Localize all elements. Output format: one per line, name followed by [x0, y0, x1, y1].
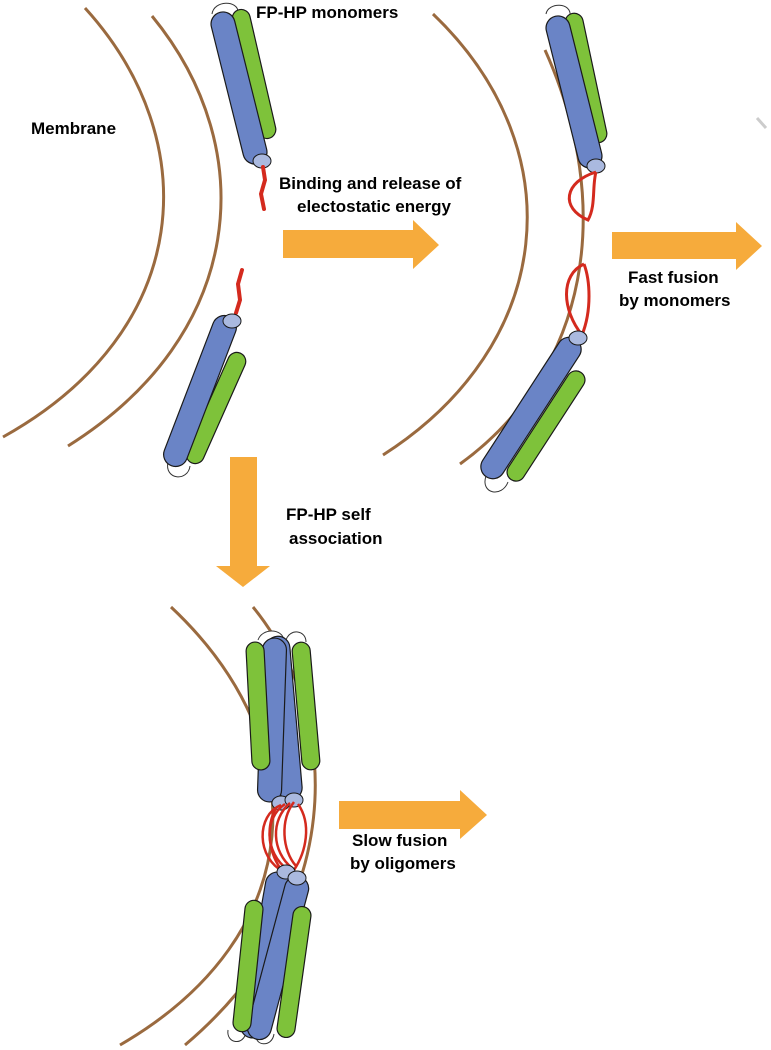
label-slow-line2: by oligomers — [350, 854, 456, 873]
fp-hp-monomer-upper — [545, 4, 608, 174]
arrow-slow-fusion — [339, 790, 487, 839]
fusion-peptide — [234, 268, 244, 315]
fp-hp-oligomer-lower — [227, 864, 312, 1045]
green-helix — [506, 370, 586, 482]
label-binding-line2: electostatic energy — [297, 197, 452, 216]
green-helix — [291, 641, 321, 771]
turn-loop — [211, 2, 239, 15]
label-self-line1: FP-HP self — [286, 505, 371, 524]
label-monomers: FP-HP monomers — [256, 3, 398, 22]
turn-loop — [545, 4, 571, 17]
helix-cap — [222, 313, 242, 329]
turn-loop — [484, 475, 509, 493]
membrane-outer-leaflet — [382, 12, 529, 457]
label-slow-line1: Slow fusion — [352, 831, 447, 850]
label-self-line2: association — [289, 529, 383, 548]
membrane-outer-leaflet — [119, 605, 275, 1047]
fusion-peptide-loop-upper — [568, 170, 598, 222]
panel-bound-monomers: Fast fusion by monomers — [382, 4, 730, 493]
helix-cap — [287, 870, 307, 886]
label-membrane: Membrane — [31, 119, 116, 138]
membrane-inner-leaflet — [67, 15, 223, 448]
label-fast-line2: by monomers — [619, 291, 730, 310]
panel-unbound-monomers: FP-HP monomers Membrane Binding and rele… — [2, 2, 462, 478]
turn-loop — [285, 631, 307, 643]
arrow-fast-fusion — [612, 222, 762, 270]
fusion-peptide-loop — [274, 802, 293, 869]
helix-cap — [586, 158, 606, 174]
green-helix — [232, 899, 264, 1033]
membrane-outer-leaflet — [2, 6, 165, 439]
fusion-peptide-loop — [283, 801, 297, 867]
green-helix — [276, 905, 312, 1039]
fp-hp-monomer-lower — [163, 268, 247, 478]
faint-membrane-fragment — [755, 116, 768, 130]
fusion-peptide-loop — [268, 807, 282, 869]
helix-cap — [568, 330, 588, 346]
panel-oligomers: Slow fusion by oligomers — [119, 605, 456, 1047]
green-helix — [245, 641, 271, 771]
fusion-peptide — [258, 165, 268, 211]
fusion-peptide-bundle — [261, 801, 308, 874]
label-fast-line1: Fast fusion — [628, 268, 719, 287]
fp-hp-monomer-lower — [480, 330, 588, 493]
fusion-peptide-loop — [292, 803, 308, 871]
fp-hp-oligomer-upper — [245, 630, 321, 811]
arrow-binding — [283, 220, 439, 269]
label-binding-line1: Binding and release of — [279, 174, 462, 193]
fp-hp-monomer-upper — [210, 2, 277, 211]
arrow-self-association — [216, 457, 270, 587]
